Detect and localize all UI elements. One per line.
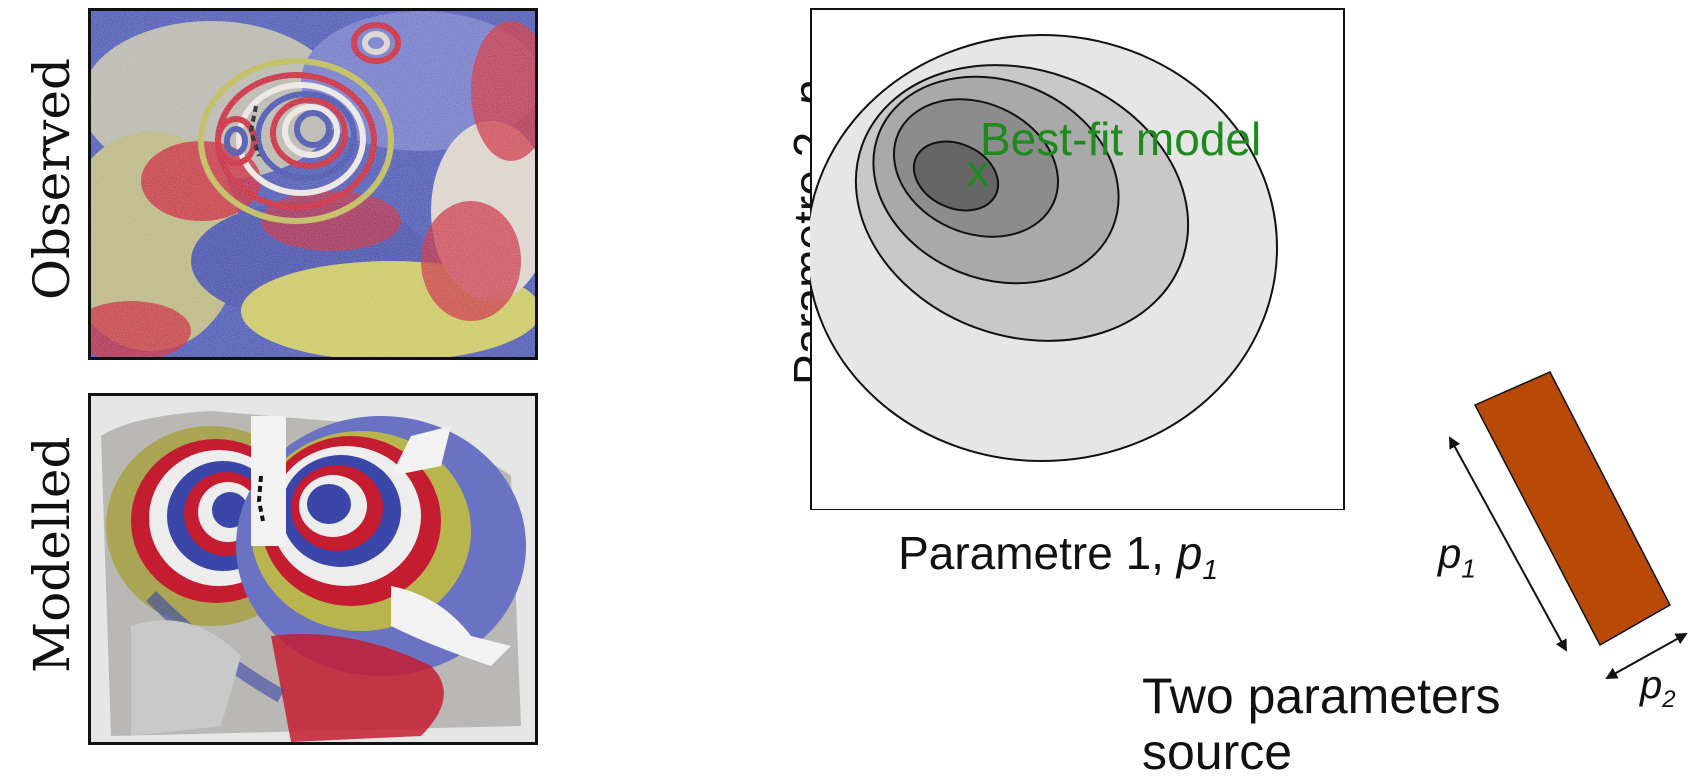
fault-plane-rectangle xyxy=(1473,371,1671,647)
x-axis-subscript: 1 xyxy=(1202,554,1218,586)
modelled-interferogram xyxy=(88,393,538,745)
observed-interferogram xyxy=(88,8,538,360)
best-fit-label: Best-fit model xyxy=(980,113,1261,165)
p1-variable: p xyxy=(1438,530,1462,577)
p1-arrow xyxy=(1449,436,1567,652)
modelled-label: Modelled xyxy=(23,436,81,673)
misfit-contour-plot: Best-fit model x xyxy=(810,8,1345,510)
modelled-fringe-image xyxy=(91,396,535,742)
p2-subscript: 2 xyxy=(1662,686,1676,713)
observed-label: Observed xyxy=(23,58,81,300)
p1-label: p1 xyxy=(1438,530,1476,592)
p2-label: p2 xyxy=(1640,662,1676,723)
x-axis-label: Parametre 1, p1 xyxy=(838,525,1278,598)
source-diagram xyxy=(1449,371,1688,679)
observed-fringe-image xyxy=(91,11,535,357)
p1-subscript: 1 xyxy=(1461,553,1476,584)
best-fit-marker: x xyxy=(967,147,989,196)
source-caption-line1: Two parameters xyxy=(1142,668,1501,724)
source-caption-line2: source xyxy=(1142,724,1293,780)
p2-arrow xyxy=(1605,633,1688,679)
x-axis-label-text: Parametre 1, xyxy=(898,527,1177,579)
contour-level-5 xyxy=(912,140,1000,212)
x-axis-variable: p xyxy=(1176,527,1203,579)
source-caption: Two parameters source xyxy=(1142,668,1500,780)
p2-variable: p xyxy=(1640,663,1663,707)
